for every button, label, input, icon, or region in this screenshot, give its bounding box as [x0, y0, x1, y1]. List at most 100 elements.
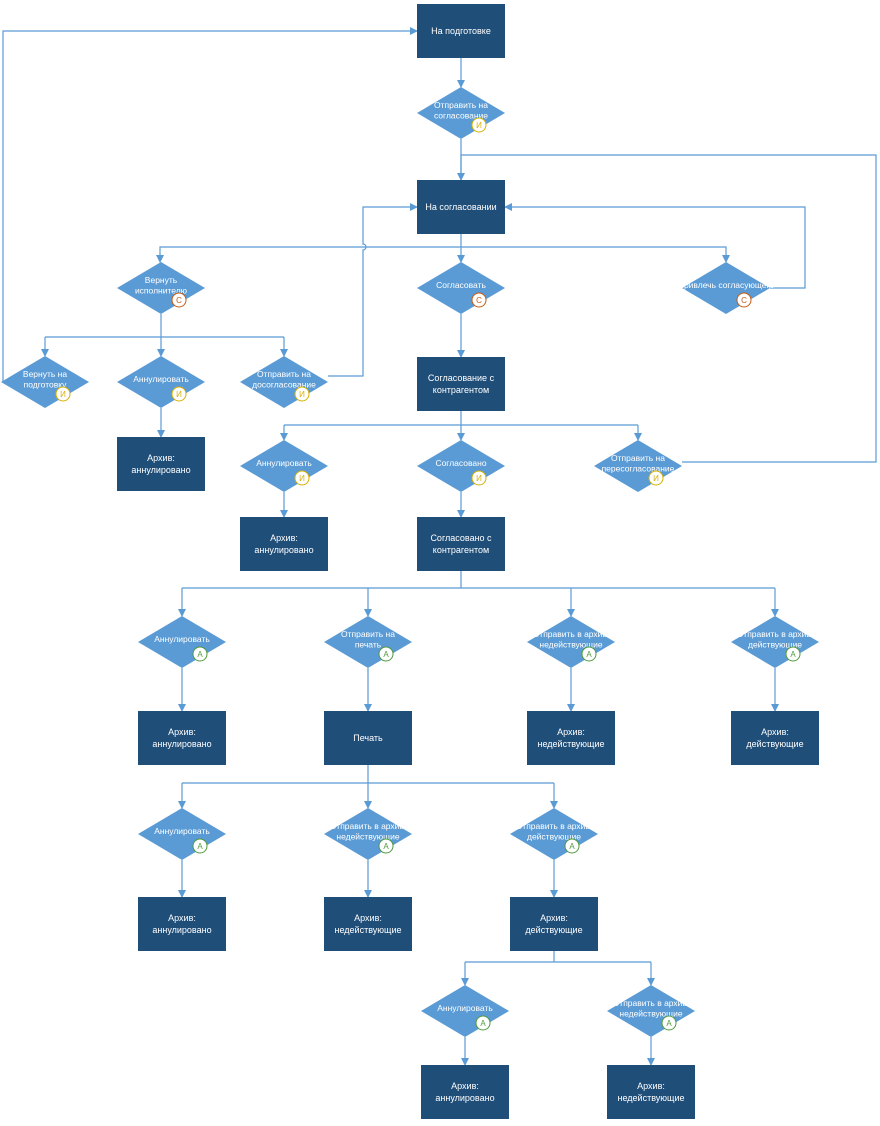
node-label-line: печать — [355, 639, 382, 649]
state-box-shape — [417, 180, 505, 234]
state-box-s11[interactable]: Архив:аннулировано — [138, 897, 226, 951]
node-label-line: Аннулировать — [437, 1003, 493, 1013]
role-badge-circle — [294, 386, 310, 402]
state-box-s13[interactable]: Архив:действующие — [510, 897, 598, 951]
node-label-line: Отправить на — [257, 369, 311, 379]
node-label-line: пересогласование — [602, 463, 675, 473]
node-label-line: контрагентом — [433, 545, 489, 555]
state-box-s15[interactable]: Архив: недействующие — [607, 1065, 695, 1119]
role-badge-circle — [648, 470, 664, 486]
state-box-s5[interactable]: Архив:аннулировано — [240, 517, 328, 571]
role-badge-letter: И — [60, 390, 66, 399]
node-label-line: исполнителю — [135, 285, 188, 295]
role-badge-circle — [471, 470, 487, 486]
state-box-s14[interactable]: Архив:аннулировано — [421, 1065, 509, 1119]
node-label-line: Отправить в архив: — [613, 998, 690, 1008]
role-badge-letter: А — [383, 842, 389, 851]
node-label-line: Архив: — [354, 913, 382, 923]
state-box-s10[interactable]: Архив:действующие — [731, 711, 819, 765]
node-label-line: Согласовать — [436, 280, 486, 290]
state-box-shape — [417, 4, 505, 58]
role-badge-icon: А — [475, 1015, 491, 1031]
role-badge-icon: С — [171, 292, 187, 308]
role-badge-circle — [192, 838, 208, 854]
role-badge-circle — [171, 386, 187, 402]
state-box-shape — [138, 897, 226, 951]
node-label-line: аннулировано — [131, 465, 190, 475]
state-box-shape — [138, 711, 226, 765]
role-badge-icon: А — [785, 646, 801, 662]
role-badge-icon: А — [581, 646, 597, 662]
role-badge-circle — [55, 386, 71, 402]
node-label-line: Вернуть — [145, 275, 178, 285]
node-label-line: Отправить на — [341, 629, 395, 639]
state-box-shape — [117, 437, 205, 491]
state-box-shape — [324, 897, 412, 951]
role-badge-letter: И — [299, 474, 305, 483]
role-badge-letter: И — [653, 474, 659, 483]
connector-21 — [460, 154, 877, 463]
state-box-s9[interactable]: Архив:недействующие — [527, 711, 615, 765]
state-box-s8[interactable]: Печать — [324, 711, 412, 765]
state-box-s4[interactable]: Архив: аннулировано — [117, 437, 205, 491]
node-label-line: Архив: — [147, 453, 175, 463]
state-box-s7[interactable]: Архив:аннулировано — [138, 711, 226, 765]
node-label-line: Архив: — [637, 1081, 665, 1091]
node-label-line: Согласование с — [428, 373, 495, 383]
state-box-s1[interactable]: На подготовке — [417, 4, 505, 58]
role-badge-circle — [475, 1015, 491, 1031]
node-label-line: Аннулировать — [154, 634, 210, 644]
role-badge-circle — [661, 1015, 677, 1031]
connector-15 — [2, 27, 418, 382]
state-box-shape — [324, 711, 412, 765]
node-label-line: Отправить на — [611, 453, 665, 463]
node-label-line: Отправить на — [434, 100, 488, 110]
role-badge-icon: И — [294, 386, 310, 402]
state-box-shape — [417, 517, 505, 571]
node-label-line: Архив: — [168, 727, 196, 737]
node-label-line: недействующие — [539, 639, 603, 649]
role-badge-letter: С — [741, 296, 747, 305]
role-badge-icon: С — [471, 292, 487, 308]
state-box-s2[interactable]: На согласовании — [417, 180, 505, 234]
node-label-line: Аннулировать — [154, 826, 210, 836]
state-box-shape — [731, 711, 819, 765]
role-badge-letter: И — [476, 121, 482, 130]
role-badge-circle — [171, 292, 187, 308]
connector-16 — [328, 203, 418, 377]
state-box-s12[interactable]: Архив:недействующие — [324, 897, 412, 951]
node-label-line: аннулировано — [152, 925, 211, 935]
node-label-line: Отправить в архив: — [737, 629, 814, 639]
role-badge-letter: А — [480, 1019, 486, 1028]
node-label-line: Отправить в архив: — [516, 821, 593, 831]
role-badge-icon: А — [378, 646, 394, 662]
node-label-line: действующие — [527, 831, 581, 841]
role-badge-circle — [294, 470, 310, 486]
role-badge-icon: И — [471, 117, 487, 133]
node-label-line: недействующие — [618, 1093, 685, 1103]
node-label-line: Архив: — [557, 727, 585, 737]
node-label-line: Отправить в архив: — [330, 821, 407, 831]
node-label-line: Архив: — [270, 533, 298, 543]
